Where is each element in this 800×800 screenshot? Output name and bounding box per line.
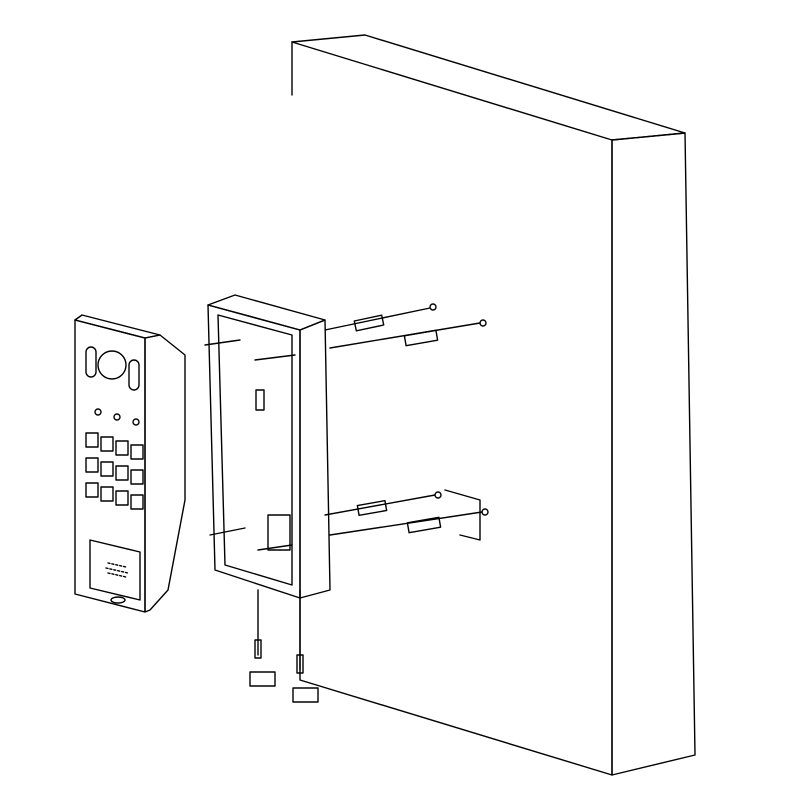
wall-front-edge <box>299 139 613 776</box>
back-box-side <box>299 319 331 599</box>
key <box>100 486 114 502</box>
camera-icon <box>97 350 127 380</box>
panel-top <box>74 314 161 339</box>
bottom-screw-2 <box>296 654 304 674</box>
wall-side-face <box>611 132 696 776</box>
key <box>115 490 129 506</box>
key <box>85 457 99 473</box>
bottom-cap-1 <box>249 671 276 687</box>
card-reader-area <box>89 539 141 601</box>
back-box-slot <box>255 389 265 411</box>
screw-2 <box>254 354 296 361</box>
back-box-top <box>207 294 326 331</box>
anchor-top-2 <box>329 319 487 349</box>
anchor-top-1 <box>324 303 437 332</box>
panel-side <box>144 334 186 613</box>
speaker-grille <box>105 562 129 578</box>
key <box>85 482 99 498</box>
screw-1 <box>204 339 241 346</box>
screw-4 <box>257 544 293 551</box>
bottom-cap-2 <box>292 687 319 703</box>
wall-anchors <box>324 303 489 536</box>
back-box <box>204 294 331 599</box>
back-box-cable-opening <box>267 514 291 551</box>
status-indicators <box>94 408 140 426</box>
key <box>130 469 144 485</box>
light-sensor <box>85 346 97 378</box>
bottom-screws <box>249 589 319 703</box>
anchor-bottom-2 <box>329 508 489 536</box>
key <box>85 432 99 448</box>
key <box>130 444 144 460</box>
screw-3 <box>209 527 246 536</box>
back-box-inner <box>217 314 293 586</box>
key <box>100 436 114 452</box>
keypad <box>85 432 144 510</box>
brand-logo <box>110 596 126 604</box>
key <box>100 461 114 477</box>
door-station-panel <box>74 314 186 613</box>
cable-hole <box>444 489 481 541</box>
wall-top-face <box>291 34 686 141</box>
key <box>115 440 129 456</box>
wall <box>291 34 696 776</box>
bottom-screw-1 <box>254 639 262 659</box>
key <box>130 494 144 510</box>
key <box>115 465 129 481</box>
anchor-bottom-1 <box>324 491 442 517</box>
ir-light <box>128 359 140 391</box>
